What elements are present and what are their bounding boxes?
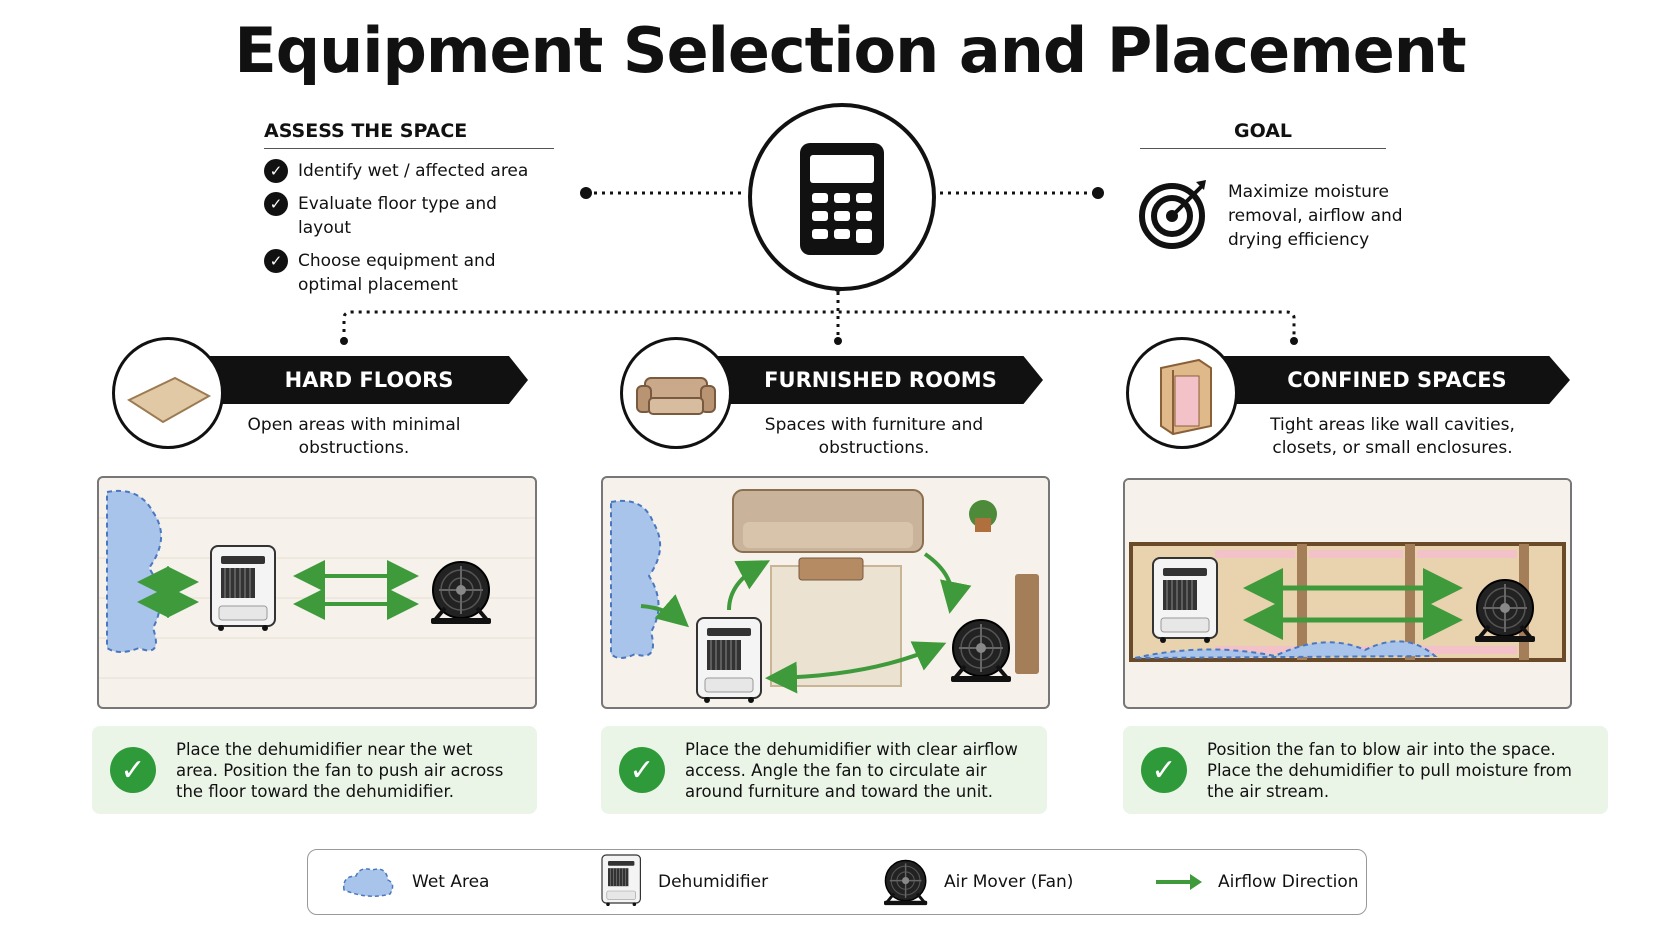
furnished-rooms-tip: ✓ Place the dehumidifier with clear airf… (601, 726, 1047, 814)
cabinet (1015, 574, 1039, 674)
legend-airflow: Airflow Direction (1154, 850, 1359, 914)
fan-icon (882, 859, 929, 907)
rug (770, 565, 902, 687)
goal-heading: GOAL (1140, 120, 1386, 149)
wet-area (610, 500, 661, 659)
coffee-table (798, 557, 864, 581)
check-icon: ✓ (264, 159, 288, 183)
furnished-rooms-diagram (601, 476, 1050, 709)
wet-area (1134, 640, 1438, 659)
hard-floors-tip: ✓ Place the dehumidifier near the wet ar… (92, 726, 537, 814)
furnished-rooms-badge (620, 337, 732, 449)
dehumidifier (210, 545, 276, 632)
arrow-icon (1156, 874, 1202, 890)
checkmark-icon: ✓ (1141, 747, 1187, 793)
goal-section: GOAL (1140, 120, 1386, 149)
check-icon: ✓ (264, 249, 288, 273)
air-mover-fan (949, 618, 1013, 684)
wet-area (106, 490, 163, 653)
confined-spaces-banner: CONFINED SPACES (1224, 356, 1570, 404)
hard-floors-desc: Open areas with minimal obstructions. (247, 415, 461, 458)
target-icon (1139, 180, 1206, 249)
assess-heading: ASSESS THE SPACE (264, 120, 554, 149)
air-mover-fan (429, 560, 493, 626)
assess-item: ✓Identify wet / affected area (264, 159, 554, 183)
hard-floors-banner: HARD FLOORS (210, 356, 528, 404)
confined-spaces-badge (1126, 337, 1238, 449)
wet-area-icon (343, 868, 394, 897)
page-title: Equipment Selection and Placement (234, 14, 1466, 87)
dehumidifier (1152, 557, 1218, 644)
furnished-rooms-banner: FURNISHED ROOMS (718, 356, 1043, 404)
goal-text: Maximize moisture removal, airflow and d… (1228, 182, 1403, 250)
assess-section: ASSESS THE SPACE ✓Identify wet / affecte… (264, 120, 554, 306)
legend-wet-area: Wet Area (338, 850, 489, 914)
assess-item: ✓Evaluate floor type and layout (264, 192, 554, 240)
floor-tile-icon (126, 376, 212, 424)
legend: Wet Area Dehumidifier Air Mover (Fan) Ai… (307, 849, 1367, 915)
dehumidifier (696, 617, 762, 704)
calculator-badge (748, 103, 936, 291)
checkmark-icon: ✓ (110, 747, 156, 793)
wall-cavity-icon (1160, 358, 1212, 436)
air-mover-fan (1473, 578, 1537, 644)
dehumidifier-icon (601, 854, 642, 907)
assess-item: ✓Choose equipment and optimal placement (264, 249, 554, 297)
confined-spaces-tip: ✓ Position the fan to blow air into the … (1123, 726, 1608, 814)
furnished-rooms-desc: Spaces with furniture and obstructions. (764, 415, 984, 458)
hard-floors-badge (112, 337, 224, 449)
checkmark-icon: ✓ (619, 747, 665, 793)
confined-spaces-desc: Tight areas like wall cavities, closets,… (1270, 415, 1515, 458)
sofa-icon (636, 377, 716, 415)
legend-dehumidifier: Dehumidifier (598, 850, 768, 914)
calculator-icon (800, 143, 884, 255)
check-icon: ✓ (264, 192, 288, 216)
hard-floors-diagram (97, 476, 537, 709)
legend-fan: Air Mover (Fan) (882, 850, 1073, 914)
confined-spaces-diagram (1123, 478, 1572, 709)
